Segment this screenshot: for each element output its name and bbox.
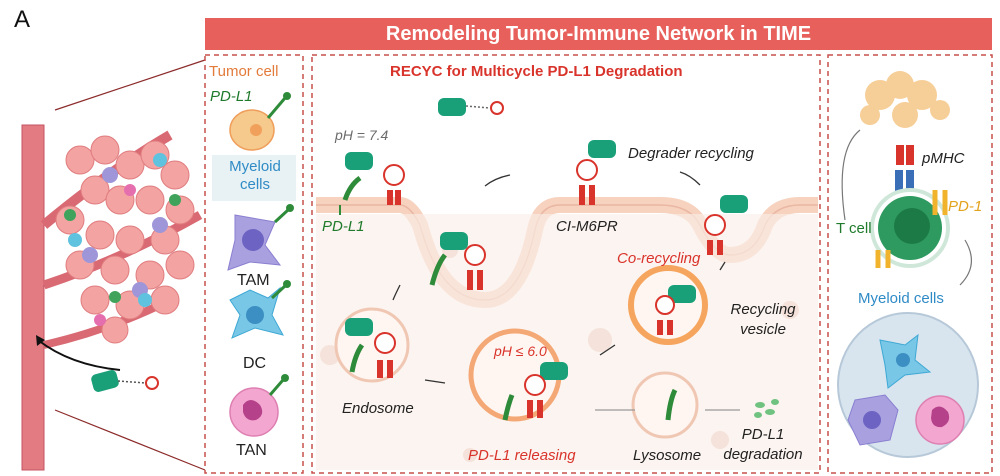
pd-l1-releasing-label: PD-L1 releasing [468, 447, 576, 464]
tan-label: TAN [236, 442, 267, 459]
banner-title: Remodeling Tumor-Immune Network in TIME [205, 18, 992, 50]
right-panel-illustration [837, 71, 979, 458]
tumor-cell-label: Tumor cell [209, 63, 279, 80]
pd-l1-degradation-label: PD-L1 degradation [723, 426, 803, 463]
center-title: RECYC for Multicycle PD-L1 Degradation [390, 63, 683, 80]
recycling-vesicle-label: Recycling vesicle [730, 301, 796, 338]
ci-m6pr-label: CI-M6PR [556, 218, 618, 235]
endosome-label: Endosome [342, 400, 414, 417]
myeloid-cells-label-left: Myeloid cells [229, 158, 281, 193]
dc-label: DC [243, 355, 267, 372]
myeloid-cells-label-right: Myeloid cells [858, 290, 944, 307]
ph-74-label: pH = 7.4 [335, 127, 389, 143]
degrader-recycling-label: Degrader recycling [628, 145, 754, 162]
pmhc-label: pMHC [922, 150, 965, 167]
ph-60-label: pH ≤ 6.0 [494, 343, 547, 359]
center-panel-frame [311, 54, 821, 474]
panel-letter: A [14, 6, 31, 33]
flow-arrows [392, 171, 740, 411]
t-cell-label: T cell [836, 220, 872, 237]
tumor-microenvironment-illustration [21, 59, 206, 471]
degrader-receptor-complexes [339, 98, 779, 421]
lysosome-label: Lysosome [633, 447, 702, 464]
co-recycling-label: Co-recycling [617, 250, 701, 267]
right-panel-frame [827, 54, 993, 474]
tam-label: TAM [237, 272, 270, 289]
left-panel-frame [204, 54, 304, 474]
left-panel-cells [212, 92, 296, 437]
pd-1-label: PD-1 [948, 198, 983, 215]
pd-l1-label-center: PD-L1 [322, 218, 365, 235]
pd-l1-label-left: PD-L1 [210, 88, 253, 105]
cell-membrane-illustration [316, 197, 818, 470]
